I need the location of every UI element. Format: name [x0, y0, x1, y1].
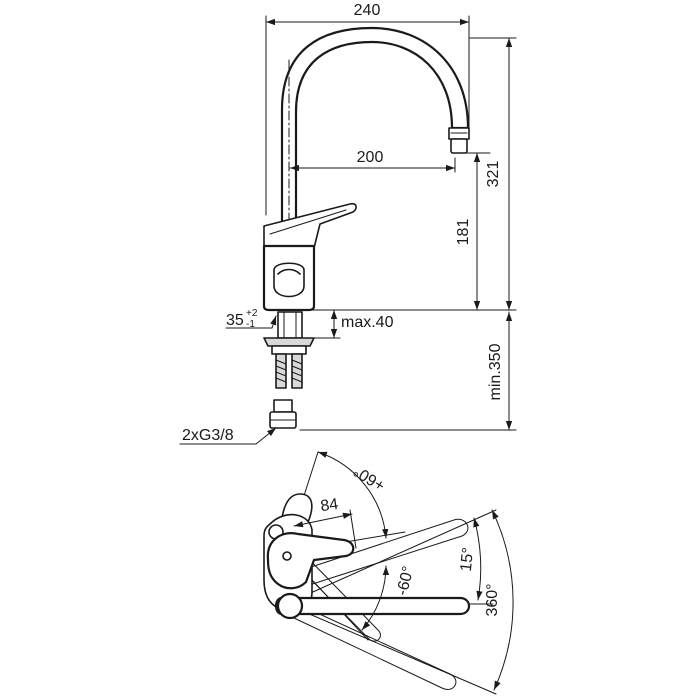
- mounting-plate: [263, 337, 315, 347]
- dim-label-200: 200: [357, 149, 384, 166]
- cap-detail: [277, 268, 301, 275]
- dim-label-84: 84: [319, 496, 339, 515]
- dim-label-181: 181: [455, 219, 472, 246]
- arc-spout-360: [491, 509, 514, 691]
- spout-top-view: [274, 596, 471, 616]
- dim-label-350: min.350: [487, 343, 504, 400]
- angle-label-spout-tilt: 15°: [458, 547, 477, 573]
- flex-hose-left: [275, 353, 287, 389]
- connector-nut: [273, 399, 293, 413]
- guide-spout-tilt: [285, 509, 497, 605]
- extension-line-84: [349, 509, 357, 549]
- flex-hoses: [275, 353, 303, 389]
- dim-label-321: 321: [485, 161, 502, 188]
- spout-ghost-upper: [295, 518, 469, 589]
- arc-spout-15: [473, 517, 483, 601]
- arc-lever-plus60: [317, 451, 389, 539]
- dim-label-40: max.40: [341, 314, 394, 331]
- top-view: +60° 84 -60° 15° 360°: [263, 451, 514, 695]
- spout-outer-contour: [280, 26, 470, 226]
- lever-edge: [269, 209, 347, 235]
- dim-tolerance-upper: +2: [246, 308, 258, 319]
- dim-label-35: 35: [226, 312, 244, 329]
- guide-spout-rotation: [285, 603, 497, 695]
- lever-top-view: [266, 532, 355, 590]
- spout-base-top: [276, 592, 304, 620]
- lever-ghost-down: [291, 547, 381, 642]
- mounting-nut: [271, 345, 307, 355]
- lever-pivot: [282, 551, 292, 561]
- aerator: [450, 138, 468, 154]
- dim-tolerance-lower: -1: [246, 319, 255, 330]
- side-view: 240 200 321 181 min.350 max.40 35 +2 -1 …: [179, 2, 517, 445]
- dim-line-84: [293, 512, 353, 528]
- leader-connection-arrow: [255, 427, 277, 445]
- connection-label: 2xG3/8: [182, 427, 234, 444]
- angle-label-spout-rotation: 360°: [484, 583, 501, 616]
- angle-label-lever-up: +60°: [351, 462, 388, 494]
- lever-handle: [263, 202, 357, 249]
- hose-braid: [275, 359, 303, 383]
- arc-lever-minus60: [361, 565, 390, 631]
- angle-label-lever-down: -60°: [394, 565, 418, 598]
- flex-hose-right: [291, 353, 303, 389]
- mounting-stud: [277, 311, 303, 339]
- dim-label-240: 240: [354, 2, 381, 19]
- dim-arrow-35: [270, 315, 277, 329]
- spout-ghost-lower: [293, 605, 457, 690]
- spout-inner-contour: [294, 40, 454, 226]
- body-cartridge-cap: [273, 262, 305, 298]
